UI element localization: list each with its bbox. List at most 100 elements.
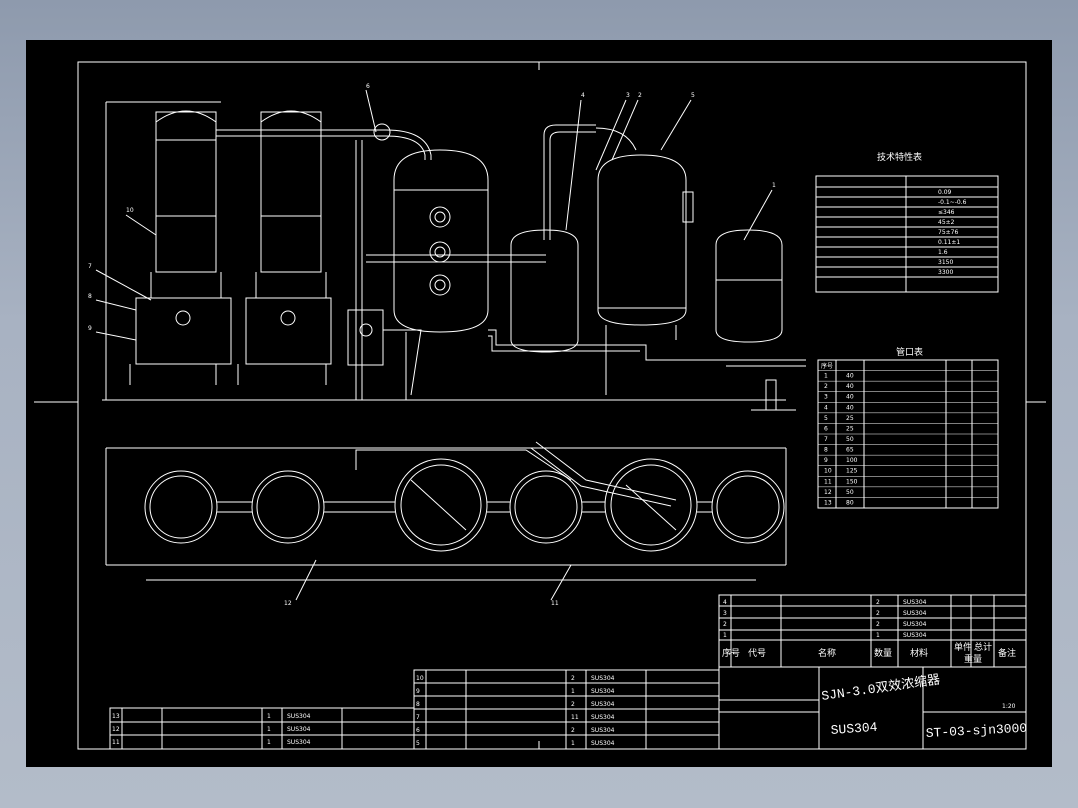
part-material: SUS304 [903,621,927,628]
part-no: 9 [416,688,420,695]
part-material: SUS304 [591,714,615,721]
nozzle-row-dn: 150 [846,478,858,485]
part-no: 2 [723,621,727,628]
tech-row-value: ≤346 [938,209,955,216]
tech-table: 0.09-0.1~-0.6≤34645±275±760.11±11.631503… [938,189,967,276]
nozzle-row-dn: 100 [846,457,858,464]
receiver-tank [715,229,806,411]
tech-row-value: 0.11±1 [938,239,960,246]
separator-2 [595,127,694,395]
part-qty: 1 [267,726,271,733]
nozzle-row-dn: 50 [846,436,854,443]
leader-label: 4 [581,92,585,99]
leader-label: 7 [88,263,92,270]
tech-row-value: -0.1~-0.6 [938,199,967,206]
leader-label: 5 [691,92,695,99]
part-material: SUS304 [903,610,927,617]
part-no: 11 [112,739,120,746]
tech-row-value: 0.09 [938,189,952,196]
part-qty: 1 [267,713,271,720]
leader-label: 3 [626,92,630,99]
part-material: SUS304 [903,599,927,606]
nozzle-row-dn: 40 [846,394,854,401]
parts-header-unit: 单件 [954,641,972,653]
leader-label: 11 [551,600,559,607]
part-qty: 2 [876,610,880,617]
part-qty: 2 [571,675,575,682]
nozzle-row-no: 4 [824,404,828,411]
part-material: SUS304 [287,713,311,720]
part-qty: 1 [876,632,880,639]
parts-header-remark: 备注 [998,647,1016,659]
nozzle-row-no: 6 [824,425,828,432]
parts-header-name: 名称 [818,647,836,659]
nozzle-row-no: 13 [824,499,832,506]
part-qty: 2 [876,621,880,628]
nozzle-row-dn: 65 [846,447,854,454]
part-material: SUS304 [591,675,615,682]
part-no: 8 [416,701,420,708]
parts-header-no: 序号 [722,647,740,659]
part-qty: 1 [267,739,271,746]
drawing-scale: 1:20 [1002,703,1016,710]
part-no: 6 [416,727,420,734]
part-no: 7 [416,714,420,721]
tech-row-value: 3150 [938,259,953,266]
parts-header-weight: 重量 [964,653,982,665]
nozzle-row-dn: 40 [846,383,854,390]
part-no: 13 [112,713,120,720]
nozzle-row-dn: 25 [846,425,854,432]
condenser [510,124,596,353]
part-qty: 2 [571,727,575,734]
separator-1 [366,149,546,333]
parts-header-material: 材料 [910,647,928,659]
parts-header-code: 代号 [748,648,766,659]
part-material: SUS304 [287,726,311,733]
nozzle-row-dn: 80 [846,499,854,506]
parts-header-total: 总计 [974,641,992,653]
part-material: SUS304 [287,739,311,746]
part-no: 1 [723,632,727,639]
leader-label: 2 [638,92,642,99]
parts-header-qty: 数量 [874,647,892,659]
drawing-material: SUS304 [830,720,878,738]
tech-table-title: 技术特性表 [877,151,922,163]
part-no: 10 [416,675,424,682]
drawing-border [77,61,1027,750]
nozzle-row-no: 2 [824,383,828,390]
nozzle-row-no: 11 [824,478,832,485]
evaporator-2 [237,110,332,385]
part-no: 3 [723,610,727,617]
nozzle-row-dn: 50 [846,489,854,496]
part-qty: 1 [571,688,575,695]
part-qty: 11 [571,714,579,721]
drawing-sheet: 技术特性表 管口表 0.09 -0.1~-0.6 ≤346 45±2 75±76 0.11… [26,40,1052,767]
part-no: 12 [112,726,120,733]
drawing-number: ST-03-sjn3000 [925,721,1027,741]
part-material: SUS304 [591,701,615,708]
nozzle-row-no: 7 [824,436,828,443]
tech-row-value: 75±76 [938,229,958,236]
nozzle-row-no: 3 [824,394,828,401]
nozzle-row-no: 1 [824,373,828,380]
nozzle-row-dn: 40 [846,404,854,411]
part-material: SUS304 [903,632,927,639]
plan-view [144,441,785,552]
tech-row-value: 1.6 [938,249,948,256]
nozzle-header: 序号 [821,362,833,370]
nozzle-table-title: 管口表 [896,346,923,358]
nozzle-row-no: 12 [824,489,832,496]
leader-label: 6 [366,83,370,90]
cad-drawing: 技术特性表 管口表 0.09 -0.1~-0.6 ≤346 45±2 75±76 0.11… [34,61,1046,750]
part-material: SUS304 [591,727,615,734]
part-qty: 1 [571,740,575,747]
part-material: SUS304 [591,740,615,747]
tech-row-value: 45±2 [938,219,955,226]
part-material: SUS304 [591,688,615,695]
part-no: 4 [723,599,727,606]
leader-label: 12 [284,600,292,607]
nozzle-row-no: 5 [824,415,828,422]
nozzle-row-dn: 40 [846,373,854,380]
